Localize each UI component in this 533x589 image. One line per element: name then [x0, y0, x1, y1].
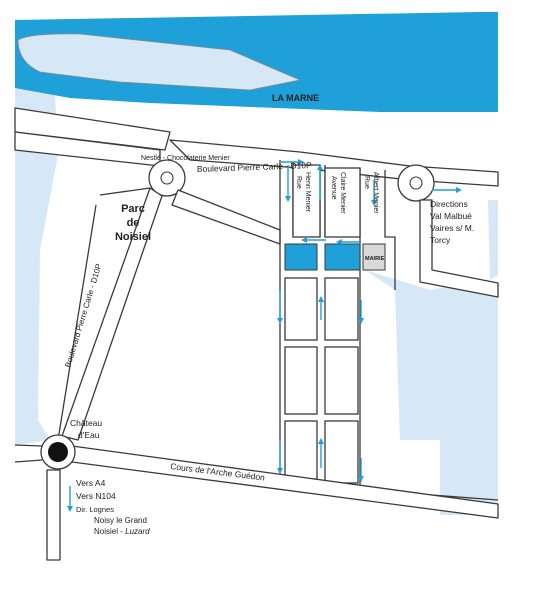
nestle-label: Nestlé - Chocolaterie Menier [141, 155, 230, 162]
block-highlight-left [284, 243, 318, 271]
dir-lognes-label: Dir. Lognes [76, 505, 114, 514]
directions-label-2: Val Malbué [430, 211, 472, 221]
directions-label-3: Vaires s/ M. [430, 223, 474, 233]
park-right-strip [488, 200, 498, 280]
park-left [15, 88, 58, 445]
block-r3-right [324, 420, 359, 484]
park-right-top [365, 270, 498, 515]
road-chateau-left [14, 444, 43, 463]
rue-henri-label-2: Henri Menier [304, 172, 311, 213]
roundabout-left-inner [160, 171, 174, 185]
road-rue-albert [359, 168, 396, 490]
park-label-1: Parc [121, 203, 145, 215]
block-r3-left [284, 420, 318, 480]
river-label: LA MARNE [272, 93, 319, 103]
avenue-claire-label-1: Avenue [330, 176, 337, 200]
block-r1-right [324, 277, 359, 341]
road-boulevard-top [14, 107, 171, 151]
block-top-right-street [324, 167, 361, 238]
boulevard-top-label: Boulevard Pierre Carle - D10P [197, 160, 312, 174]
noisy-label: Noisy le Grand [94, 516, 147, 525]
block-top-left-street [292, 164, 321, 238]
avenue-claire-label-2: Claire Menier [339, 172, 346, 214]
block-r2-right [324, 346, 359, 415]
chateau-label-2: d'Eau [78, 430, 100, 440]
road-avenue-claire [319, 165, 326, 237]
park-label-3: Noisiel [115, 231, 151, 243]
road-boulevard-left-outer [57, 187, 151, 441]
road-diagonal-inner [171, 189, 281, 245]
noisiel-prefix: Noisiel - [94, 527, 125, 536]
river-island [17, 33, 302, 91]
arrow-icon [67, 159, 462, 512]
road-south [46, 469, 61, 561]
road-right-exit [419, 199, 499, 298]
directions-label-4: Torcy [430, 235, 451, 245]
rue-henri-label-1: Rue [295, 176, 302, 189]
block-highlight-right [324, 243, 361, 271]
water-tower-icon [48, 442, 68, 462]
vers-n104-label: Vers N104 [76, 491, 116, 501]
block-mairie [362, 243, 386, 271]
roundabout-right-inner [409, 176, 423, 190]
directions-label-1: Directions [430, 199, 468, 209]
rue-albert-label-2: Albert Menier [372, 172, 379, 214]
noisiel-luzard-label: Noisiel - Luzard [94, 527, 150, 536]
vers-a4-label: Vers A4 [76, 478, 106, 488]
luzard-label: Luzard [125, 527, 150, 536]
block-r2-left [284, 346, 318, 415]
rue-albert-label-1: Rue [363, 176, 370, 189]
road-boulevard-left [61, 187, 163, 441]
chateau-label-1: Château [70, 418, 102, 428]
park-label-2: de [127, 217, 140, 229]
mairie-label: MAIRIE [365, 256, 385, 262]
block-r1-left [284, 277, 318, 341]
